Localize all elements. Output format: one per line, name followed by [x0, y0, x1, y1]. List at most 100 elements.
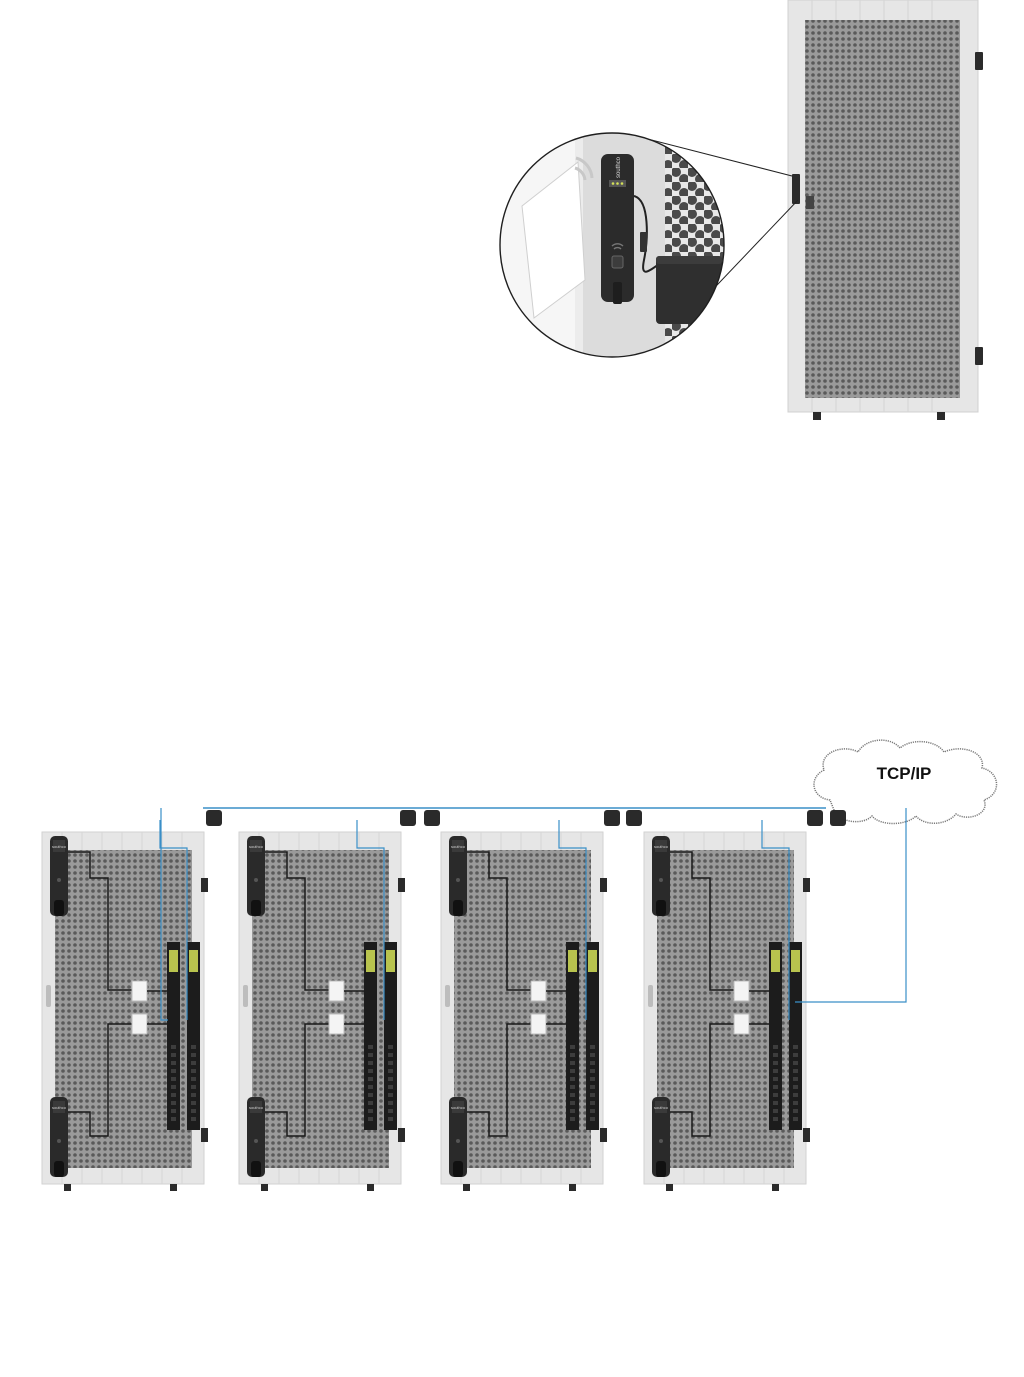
- pdu-outlet: [171, 1077, 176, 1081]
- controller-link: [749, 990, 770, 1025]
- lock-brand-label: southco: [249, 844, 264, 849]
- rack-foot-right: [937, 412, 945, 420]
- hinge-bottom: [600, 1128, 607, 1142]
- pdu-outlet: [773, 1061, 778, 1065]
- pdu-outlet: [793, 1085, 798, 1089]
- network-coupler: [206, 810, 222, 826]
- pdu-body: [566, 942, 579, 1130]
- lock-cable-top: [265, 851, 329, 991]
- lock-controller-top: [328, 980, 345, 1002]
- pdu-outlet: [191, 1061, 196, 1065]
- pdu-outlet: [191, 1077, 196, 1081]
- lock-keypad: [452, 1101, 464, 1113]
- pdu-outlet: [570, 1109, 575, 1113]
- lock-bottom: southco: [50, 1097, 68, 1177]
- rack-foot-left: [64, 1184, 71, 1191]
- controller-link: [147, 990, 168, 1025]
- pdu-outlet: [388, 1077, 393, 1081]
- lock-key-cylinder: [659, 878, 663, 882]
- pdu-outlet: [388, 1101, 393, 1105]
- access-card: [521, 161, 586, 319]
- lock-bottom: southco: [449, 1097, 467, 1177]
- pdu-outlet: [773, 1069, 778, 1073]
- pdu-outlet: [171, 1101, 176, 1105]
- pdu-display: [568, 950, 577, 972]
- pdu-outlet: [191, 1109, 196, 1113]
- zoom-callout: southco: [499, 132, 725, 358]
- pdu-outlet: [368, 1085, 373, 1089]
- pdu-outlet: [590, 1061, 595, 1065]
- network-drop: [558, 820, 587, 1020]
- pdu-outlet: [793, 1093, 798, 1097]
- pdu-outlet: [388, 1109, 393, 1113]
- lock-lever: [54, 1161, 64, 1177]
- pdu-outlet: [773, 1045, 778, 1049]
- pdu-outlet: [171, 1085, 176, 1089]
- pdu-outlet: [590, 1109, 595, 1113]
- electronic-lock-handle: [449, 836, 467, 916]
- electronic-lock-handle: [247, 1097, 265, 1177]
- controller-link: [546, 990, 567, 1025]
- rack-foot-left: [261, 1184, 268, 1191]
- pdu-outlet: [590, 1077, 595, 1081]
- pdu-display: [588, 950, 597, 972]
- pdu-outlet: [570, 1053, 575, 1057]
- lock-top: southco: [449, 836, 467, 916]
- rack-3: southco southco: [440, 820, 607, 1191]
- lock-brand-label: southco: [654, 1105, 669, 1110]
- lock-lever: [54, 900, 64, 916]
- pdu-outlet: [773, 1093, 778, 1097]
- hinge-top: [975, 52, 983, 70]
- network-coupler: [807, 810, 823, 826]
- pdu-outlet: [388, 1093, 393, 1097]
- pdu-outlet: [570, 1061, 575, 1065]
- pdu-outlet: [793, 1109, 798, 1113]
- lock-brand-label: southco: [52, 844, 67, 849]
- hinge-bottom: [975, 347, 983, 365]
- lock-keypad: [53, 1101, 65, 1113]
- pdu-body: [769, 942, 782, 1130]
- lock-key-cylinder: [456, 878, 460, 882]
- lock-controller-top: [733, 980, 750, 1002]
- lock-key-cylinder: [254, 1139, 258, 1143]
- electronic-lock-handle: [50, 836, 68, 916]
- pdu-outlet: [191, 1093, 196, 1097]
- wireless-icon: [574, 156, 594, 181]
- electronic-lock-handle: [50, 1097, 68, 1177]
- pdu-outlet: [368, 1069, 373, 1073]
- pdu-outlet: [793, 1101, 798, 1105]
- rack-foot-right: [170, 1184, 177, 1191]
- lock-cable-bottom: [68, 1023, 132, 1137]
- pdu-outlet: [171, 1109, 176, 1113]
- hinge-top: [803, 878, 810, 892]
- lock-brand-label: southco: [451, 1105, 466, 1110]
- door-latch: [648, 985, 653, 1007]
- door-latch: [243, 985, 248, 1007]
- pdu-outlet: [171, 1045, 176, 1049]
- lock-controller-top: [131, 980, 148, 1002]
- network-drop: [761, 820, 790, 1020]
- pdu-outlet: [773, 1109, 778, 1113]
- lock-key-cylinder: [659, 1139, 663, 1143]
- pdu-outlet: [590, 1093, 595, 1097]
- pdu-outlet: [388, 1053, 393, 1057]
- pdu-right: [187, 942, 200, 1130]
- pdu-outlet: [368, 1117, 373, 1121]
- lock-lever: [656, 1161, 666, 1177]
- pdu-body: [789, 942, 802, 1130]
- hinge-bottom: [803, 1128, 810, 1142]
- lock-top: southco: [247, 836, 265, 916]
- electronic-lock-handle: [601, 154, 634, 302]
- perforated-door-panel: [805, 20, 960, 398]
- door-latch: [445, 985, 450, 1007]
- network-coupler: [424, 810, 440, 826]
- pdu-outlet: [191, 1101, 196, 1105]
- pdu-outlet: [793, 1117, 798, 1121]
- pdu-left: [167, 942, 180, 1130]
- network-drop: [159, 820, 188, 1020]
- hinge-bottom: [201, 1128, 208, 1142]
- lock-keypad: [53, 840, 65, 852]
